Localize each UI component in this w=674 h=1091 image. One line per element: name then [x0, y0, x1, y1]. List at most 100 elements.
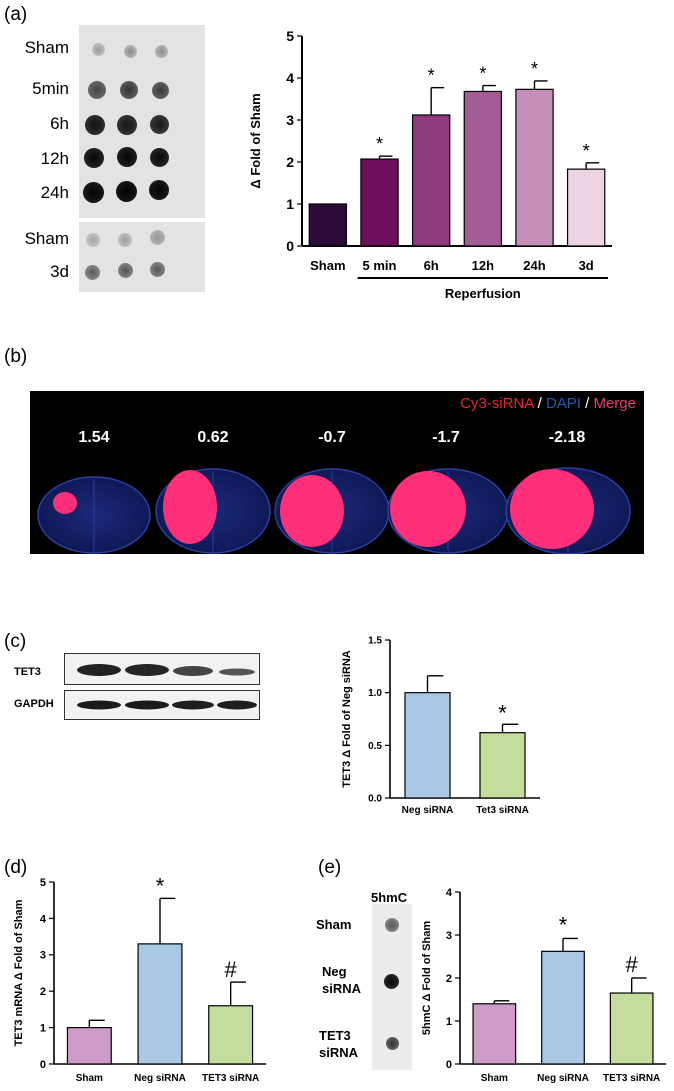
- blot-row-label: Sham: [24, 229, 69, 248]
- bar: [360, 158, 399, 247]
- blot-dot: [149, 180, 169, 200]
- bar: [137, 943, 183, 1065]
- blot-dot: [83, 182, 104, 203]
- bar: [479, 732, 526, 799]
- x-tick-label: Tet3 siRNA: [476, 805, 529, 816]
- blot-dot: [86, 233, 100, 247]
- y-tick-label: 5: [286, 28, 294, 44]
- bar: [472, 1003, 517, 1065]
- blot-dot: [150, 262, 165, 277]
- bar: [308, 203, 348, 247]
- blot-dot: [120, 81, 138, 99]
- blot-dot: [150, 230, 165, 245]
- x-tick-label: 24h: [523, 258, 545, 273]
- y-tick-label: 3: [286, 112, 294, 128]
- bar: [541, 950, 585, 1065]
- y-axis-label: TET3 mRNA Δ Fold of Sham: [13, 899, 25, 1046]
- blot-dot: [385, 918, 399, 932]
- x-tick-label: Neg siRNA: [537, 1073, 589, 1084]
- blot-dot: [150, 148, 169, 167]
- significance-mark: *: [376, 134, 383, 154]
- group-label: Reperfusion: [445, 286, 521, 301]
- blot-dot: [386, 1037, 399, 1050]
- blot-dot: [92, 43, 105, 56]
- blot-row-label: 5min: [32, 79, 69, 98]
- legend-merge: Merge: [593, 395, 636, 412]
- y-tick-label: 1: [286, 196, 294, 212]
- significance-mark: *: [156, 873, 165, 898]
- bar: [66, 1027, 112, 1065]
- significance-mark: *: [559, 912, 568, 937]
- y-tick-label: 3: [446, 930, 452, 942]
- blot-dot: [152, 82, 169, 99]
- x-tick-label: 3d: [579, 258, 594, 273]
- y-tick-label: 3: [40, 950, 46, 962]
- x-tick-label: 12h: [472, 258, 494, 273]
- y-tick-label: 0: [286, 238, 294, 254]
- x-tick-label: Sham: [310, 258, 345, 273]
- blot-dot: [88, 81, 106, 99]
- fluorescence-legend: Cy3-siRNA / DAPI / Merge: [460, 395, 636, 412]
- dot-blot-row-label: Sham: [316, 917, 352, 932]
- dot-blot-bottom: [79, 222, 205, 292]
- significance-mark: #: [626, 952, 639, 977]
- western-blot-tet3: [64, 653, 260, 685]
- x-tick-label: TET3 siRNA: [603, 1073, 660, 1084]
- y-tick-label: 2: [446, 973, 452, 985]
- panel-label-d: (d): [4, 857, 28, 878]
- bar: [609, 992, 654, 1065]
- blot-dot: [118, 263, 133, 278]
- legend-separator: /: [533, 395, 546, 412]
- x-tick-label: TET3 siRNA: [202, 1073, 259, 1084]
- slice-coordinate: -2.18: [548, 429, 586, 446]
- blot-dot: [85, 115, 105, 135]
- x-tick-label: Neg siRNA: [402, 805, 454, 816]
- significance-mark: *: [428, 66, 435, 86]
- y-axis-label: 5hmC Δ Fold of Sham: [421, 921, 433, 1035]
- western-blot-gapdh: [64, 690, 260, 720]
- blot-dot: [85, 265, 100, 280]
- significance-mark: #: [225, 957, 238, 982]
- bar: [208, 1005, 254, 1065]
- panel-label-a: (a): [4, 4, 28, 25]
- brain-slices: [37, 467, 631, 554]
- y-axis-label: Δ Fold of Sham: [248, 93, 263, 188]
- blot-dot: [384, 974, 399, 989]
- slice-coordinate: 0.62: [197, 429, 229, 446]
- slice-coordinate: -1.7: [432, 429, 460, 446]
- bar: [566, 168, 606, 247]
- y-tick-label: 4: [286, 70, 294, 86]
- row-label-line: TET3: [319, 1028, 351, 1043]
- x-tick-label: 6h: [424, 258, 439, 273]
- bar: [463, 90, 503, 247]
- blot-row-label: 24h: [40, 183, 69, 202]
- y-tick-label: 0.5: [368, 741, 382, 752]
- brain-slice: [387, 468, 509, 554]
- x-tick-label: 5 min: [363, 258, 397, 273]
- row-label-line: siRNA: [322, 981, 362, 996]
- dot-blot-row-label: TET3 siRNA: [319, 1027, 358, 1061]
- dot-blot-title: 5hmC: [371, 890, 408, 905]
- brain-slice: [274, 468, 390, 554]
- significance-mark: *: [479, 64, 486, 84]
- blot-dot: [150, 115, 169, 134]
- y-tick-label: 0: [446, 1059, 452, 1071]
- legend-dapi: DAPI: [545, 395, 581, 412]
- panel-label-b: (b): [4, 346, 28, 367]
- brain-slice: [505, 467, 631, 554]
- blot-dot: [84, 148, 104, 168]
- brain-slice: [155, 468, 271, 554]
- brain-slice: [37, 476, 151, 554]
- y-tick-label: 0: [40, 1059, 46, 1071]
- western-blot-label: GAPDH: [14, 698, 54, 710]
- x-tick-label: Sham: [481, 1073, 508, 1084]
- y-tick-label: 5: [40, 877, 46, 889]
- bar: [404, 692, 451, 799]
- dot-blot-row-label: Neg siRNA: [322, 963, 361, 997]
- row-label-line: siRNA: [319, 1045, 359, 1060]
- blot-row-label: 6h: [50, 114, 69, 133]
- slice-coordinate: -0.7: [318, 429, 346, 446]
- y-tick-label: 4: [40, 913, 47, 925]
